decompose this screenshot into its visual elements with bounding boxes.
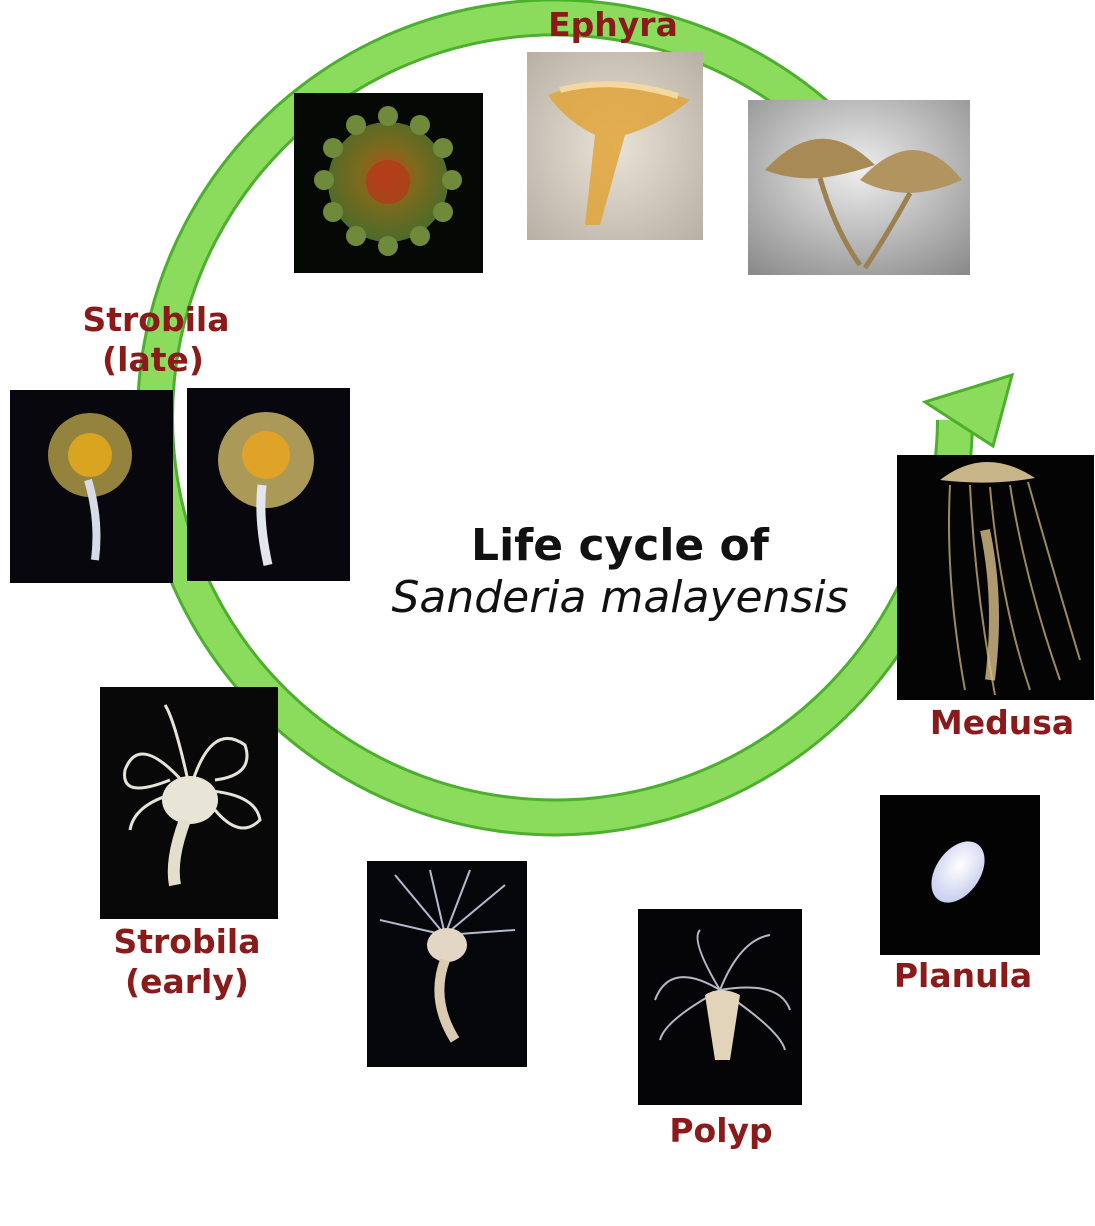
diagram-title-line2: Sanderia malayensis (391, 572, 848, 623)
photo-strobila-mid (367, 861, 527, 1067)
label-strobila-late-1: Strobila (82, 300, 229, 339)
label-medusa: Medusa (930, 703, 1074, 742)
label-strobila-early-2: (early) (125, 962, 249, 1001)
photo-planula (880, 795, 1040, 955)
label-planula: Planula (894, 956, 1032, 995)
photo-strobila-early (100, 687, 278, 919)
label-polyp: Polyp (669, 1111, 772, 1150)
photo-medusa (897, 455, 1094, 700)
photo-polyp (638, 909, 802, 1105)
photo-strobila-late-left (10, 390, 173, 583)
label-strobila-late-2: (late) (102, 340, 204, 379)
diagram-title-line1: Life cycle of (471, 520, 770, 571)
label-ephyra: Ephyra (548, 5, 678, 44)
label-strobila-early-1: Strobila (113, 922, 260, 961)
photo-strobila-late-right (187, 388, 350, 581)
photo-ephyra-top (294, 93, 483, 273)
photo-young-medusa (748, 100, 970, 275)
photo-ephyra-side (527, 52, 703, 240)
